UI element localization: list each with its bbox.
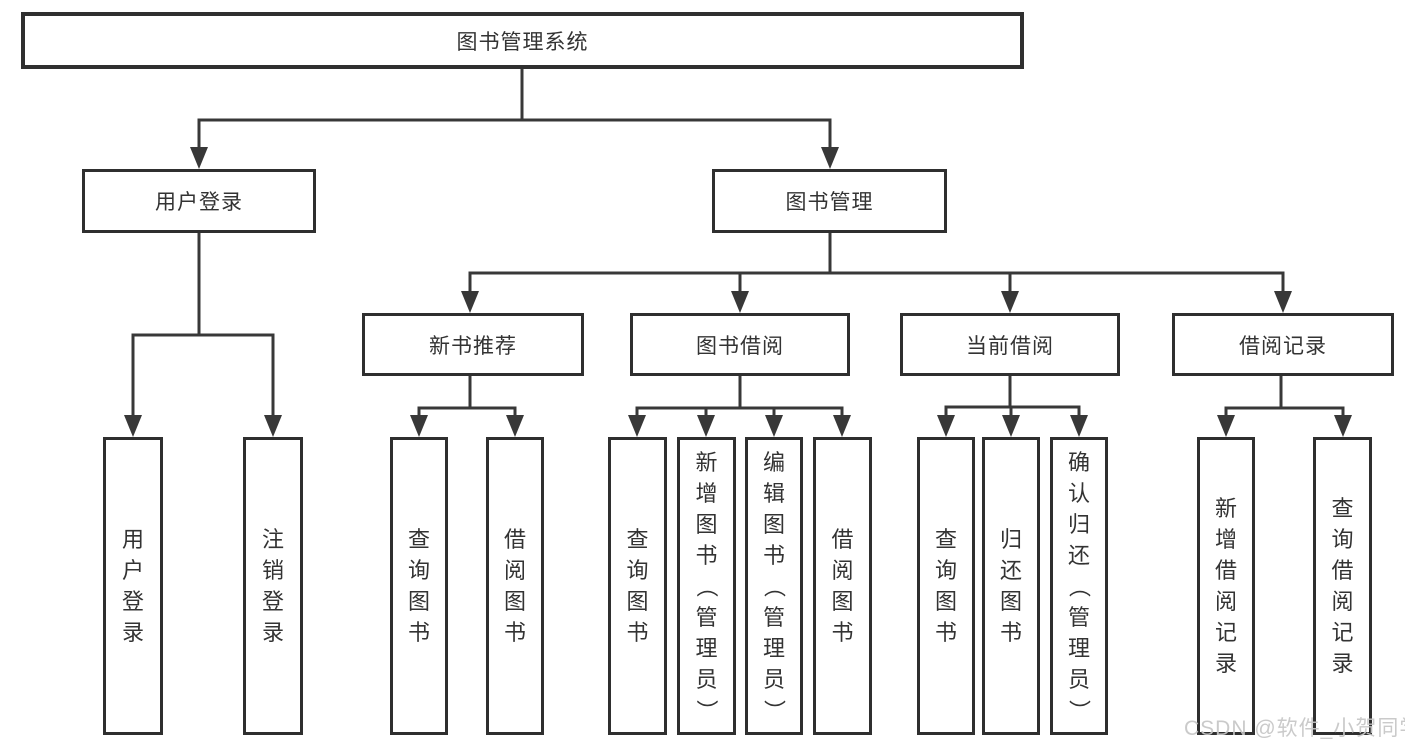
watermark: CSDN @软件_小贺同学 [1184,717,1405,740]
leaf-query-books-2: 查询图书 [608,437,667,735]
leaf-borrow-books-1: 借阅图书 [486,437,544,735]
leaf-borrow-books-2: 借阅图书 [813,437,872,735]
node-user-login: 用户登录 [82,169,316,233]
leaf-logout: 注销登录 [243,437,303,735]
node-book-borrow: 图书借阅 [630,313,850,376]
node-root-library-system: 图书管理系统 [21,12,1024,69]
leaf-add-borrow-record: 新增借阅记录 [1197,437,1255,735]
node-book-management: 图书管理 [712,169,947,233]
leaf-query-books-3: 查询图书 [917,437,975,735]
leaf-user-login: 用户登录 [103,437,163,735]
leaf-confirm-return-admin: 确认归还（管理员） [1050,437,1108,735]
node-new-book-recommend: 新书推荐 [362,313,584,376]
node-borrow-records: 借阅记录 [1172,313,1394,376]
node-current-borrow: 当前借阅 [900,313,1120,376]
leaf-add-books-admin: 新增图书（管理员） [677,437,736,735]
leaf-return-books: 归还图书 [982,437,1040,735]
leaf-query-books-1: 查询图书 [390,437,448,735]
leaf-edit-books-admin: 编辑图书（管理员） [745,437,803,735]
leaf-query-borrow-record: 查询借阅记录 [1313,437,1372,735]
